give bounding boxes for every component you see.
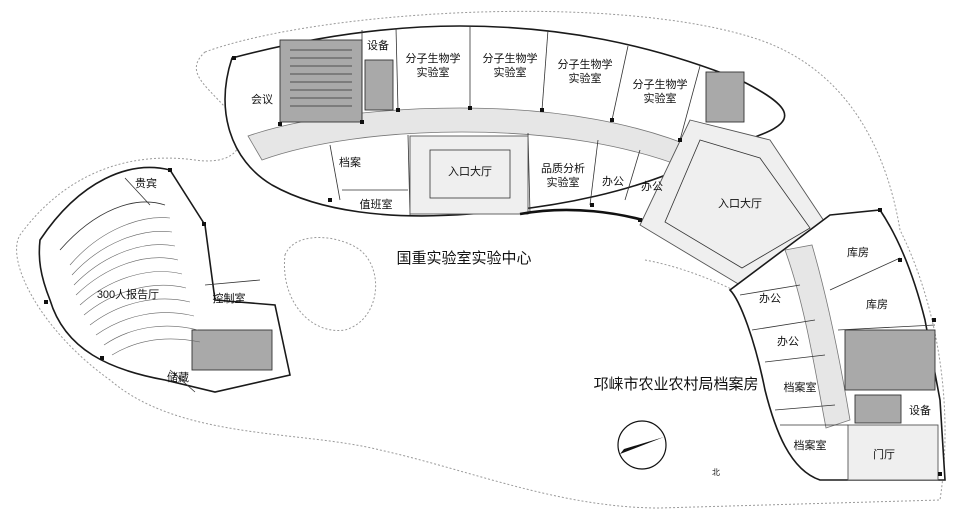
label-warehouse-1: 库房 [847,246,869,259]
stair-core-a [279,39,363,123]
label-equipment-a: 设备 [367,38,389,52]
north-arrow [617,420,667,470]
label-lab-1: 分子生物学实验室 [406,51,461,79]
elevator-core-a [364,59,394,111]
label-office-4: 办公 [777,335,799,348]
label-lab-4: 分子生物学实验室 [633,77,688,105]
label-lobby-b: 入口大厅 [718,196,762,210]
label-archive: 档案 [339,155,361,169]
lobby-a-rug [429,149,511,199]
auditorium-partitions [124,177,261,393]
label-equipment-b: 设备 [909,403,931,417]
stair-core-b [705,71,745,123]
auditorium-seating [69,217,201,356]
lobby-core-d [191,329,273,371]
site-boundary [16,10,946,509]
label-lab-3: 分子生物学实验室 [558,57,613,85]
label-lobby-a: 入口大厅 [448,164,492,178]
stair-core-c [844,329,936,391]
elevator-core-c [854,394,902,424]
label-archive-room-2: 档案室 [794,438,827,452]
title-archives: 邛崃市农业农村局档案房 [593,375,758,393]
glazing-arc [519,208,661,227]
stair-treads-a [290,49,352,107]
room-labels: 会议 设备 分子生物学实验室 分子生物学实验室 分子生物学实验室 分子生物学实验… [97,38,931,477]
label-foyer: 门厅 [873,447,895,461]
label-meeting: 会议 [251,93,273,106]
lobby-b-rug [664,139,811,269]
label-quality-lab: 品质分析实验室 [541,161,585,189]
label-lab-2: 分子生物学实验室 [483,51,538,79]
title-lab-center: 国重实验室实验中心 [396,250,531,267]
label-north: 北 [712,468,720,477]
garden-outline [283,237,376,331]
columns [44,56,942,476]
lab-partitions [329,26,701,216]
label-office-2: 办公 [641,180,663,193]
label-control: 控制室 [213,291,246,305]
foyer-floor [847,424,939,481]
label-vip: 贵宾 [135,176,157,190]
label-storage: 储藏 [167,370,189,384]
label-auditorium: 300人报告厅 [97,287,159,301]
label-warehouse-2: 库房 [866,298,888,311]
label-office-1: 办公 [602,175,624,188]
label-archive-room-1: 档案室 [784,380,817,394]
archive-wing-corridor [784,244,851,429]
auditorium-stage-arc [59,201,166,251]
archive-partitions [739,257,936,426]
label-duty-room: 值班室 [360,197,393,211]
label-office-3: 办公 [759,292,781,305]
